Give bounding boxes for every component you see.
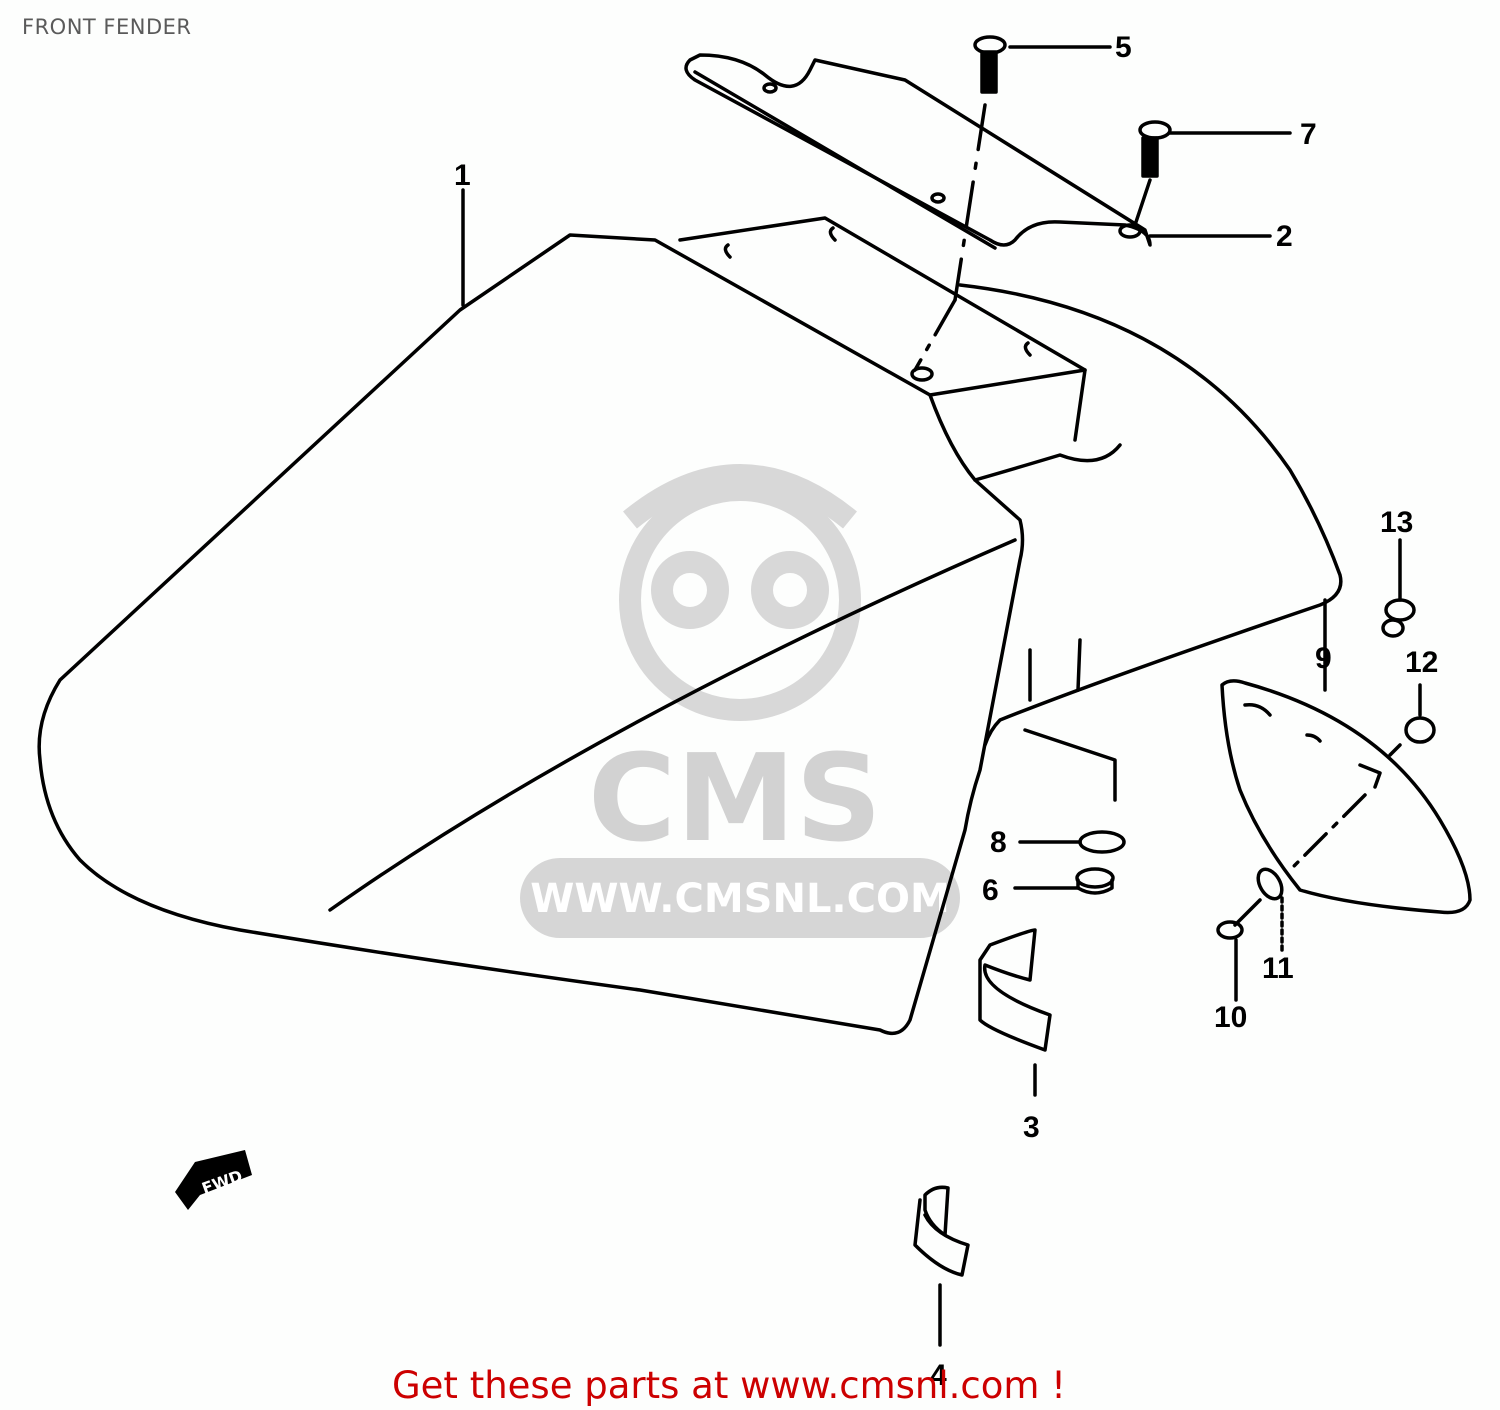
callout-1: 1 bbox=[454, 159, 471, 192]
clip-13-part bbox=[1381, 538, 1416, 638]
callout-7: 7 bbox=[1300, 118, 1317, 151]
watermark-mascot-icon bbox=[619, 464, 861, 721]
callout-9: 9 bbox=[1315, 642, 1332, 675]
callout-13: 13 bbox=[1380, 506, 1413, 539]
callout-8: 8 bbox=[990, 826, 1007, 859]
watermark-url: WWW.CMSNL.COM bbox=[530, 876, 950, 922]
forward-arrow-icon: FWD bbox=[175, 1150, 252, 1210]
callout-2: 2 bbox=[1276, 220, 1293, 253]
callout-11: 11 bbox=[1262, 952, 1294, 985]
mud-guard-9-part bbox=[1220, 598, 1472, 915]
brace-plate-part bbox=[684, 53, 1152, 250]
screw-5-part bbox=[913, 35, 1007, 372]
clip-3-part bbox=[978, 928, 1052, 1097]
callout-5: 5 bbox=[1115, 31, 1132, 64]
front-fender-part bbox=[37, 216, 1343, 1036]
washer-11-part bbox=[1256, 867, 1284, 952]
screw-7-part bbox=[1133, 120, 1172, 227]
callout-labels: 1 2 3 4 5 6 7 8 9 10 11 12 13 bbox=[454, 31, 1438, 1392]
callout-4: 4 bbox=[930, 1359, 947, 1392]
screw-10-part bbox=[1216, 898, 1262, 1002]
nut-12-part bbox=[1388, 683, 1436, 757]
callout-6: 6 bbox=[982, 874, 999, 907]
clip-4-part bbox=[913, 1185, 970, 1347]
callout-3: 3 bbox=[1023, 1111, 1040, 1144]
callout-12: 12 bbox=[1405, 646, 1438, 679]
watermark: CMS WWW.CMSNL.COM bbox=[520, 464, 960, 938]
washer-8-part bbox=[1018, 830, 1126, 854]
callout-10: 10 bbox=[1214, 1001, 1247, 1034]
page-title: FRONT FENDER bbox=[22, 15, 192, 39]
nut-6-part bbox=[1013, 867, 1115, 895]
promo-link[interactable]: Get these parts at www.cmsnl.com ! bbox=[392, 1364, 1067, 1407]
watermark-logo: CMS bbox=[588, 730, 882, 869]
